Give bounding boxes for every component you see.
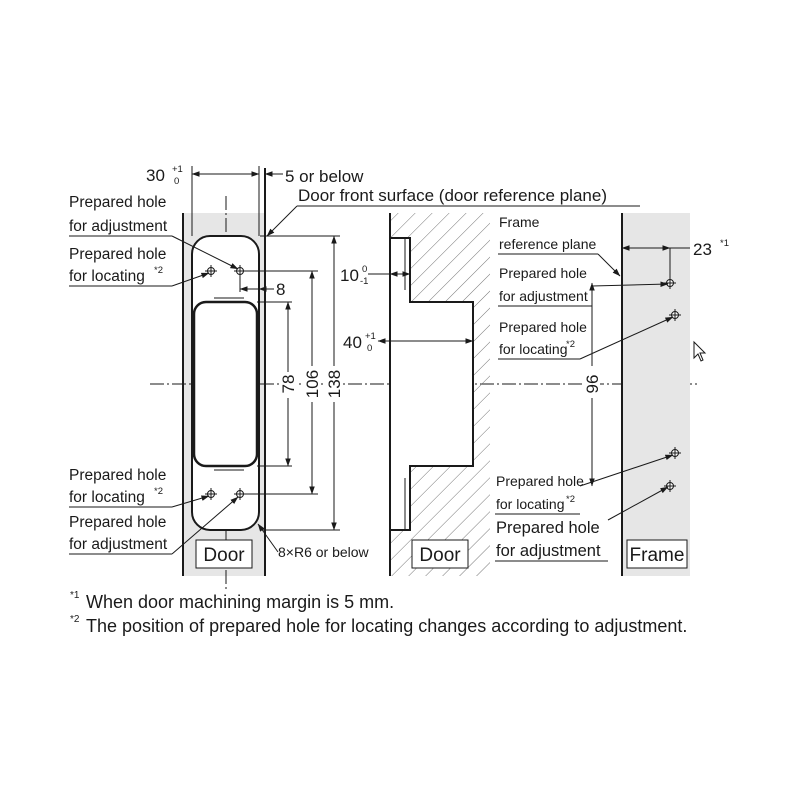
hole-loc-bottom-ref: *2 bbox=[154, 486, 163, 497]
frame-hole-loc-bottom-line1: Prepared hole bbox=[496, 473, 584, 489]
frame-hole-loc-bottom-arrow bbox=[579, 454, 674, 487]
mouse-pointer-icon bbox=[693, 340, 707, 362]
hole-adj-top-arrow bbox=[171, 235, 239, 270]
hole-adj-bottom-line1: Prepared hole bbox=[69, 514, 166, 531]
frame-shaded-area bbox=[622, 213, 690, 576]
dim-138-gap bbox=[326, 366, 342, 402]
frame-view: Frame reference plane 23 *1 Prepared hol… bbox=[495, 213, 729, 576]
hole-loc-top-line2: for locating bbox=[69, 268, 145, 285]
dim-10-tol-upper: 0 bbox=[362, 264, 367, 275]
door-front-leader-arrow bbox=[266, 205, 298, 237]
frame-hole-loc-top-arrow bbox=[579, 316, 674, 360]
hole-adj-bottom-arrow bbox=[171, 496, 239, 555]
hole-loc-bottom-line2: for locating bbox=[69, 489, 145, 506]
dim-10-tol-lower: -1 bbox=[360, 276, 368, 287]
frame-ref-line2: reference plane bbox=[499, 236, 597, 252]
frame-ref-arrow bbox=[597, 253, 621, 277]
frame-hole-2 bbox=[669, 309, 681, 321]
hole-loc-bottom-line1: Prepared hole bbox=[69, 467, 166, 484]
section-view: 10 0 -1 40 +1 0 Door bbox=[340, 213, 490, 576]
frame-hole-adj-bottom-line2: for adjustment bbox=[496, 542, 601, 560]
dim-96-gap bbox=[584, 366, 600, 398]
dim-106-gap bbox=[304, 366, 320, 402]
frame-hole-adj-bottom-arrow bbox=[607, 486, 669, 521]
dim-40-value: 40 bbox=[343, 333, 362, 352]
footnotes: *1 When door machining margin is 5 mm. *… bbox=[70, 590, 687, 636]
dim-138-value: 138 bbox=[325, 370, 344, 398]
hole-loc-top-arrow bbox=[171, 272, 210, 287]
dim-96-value: 96 bbox=[583, 375, 602, 394]
section-door-label-box bbox=[411, 539, 469, 569]
frame-hole-adj-bottom-line1: Prepared hole bbox=[496, 519, 600, 537]
door-hole-top-left bbox=[205, 265, 217, 277]
section-recess-outline bbox=[389, 237, 474, 531]
door-label-box bbox=[195, 539, 253, 569]
dim-78-gap bbox=[280, 372, 296, 398]
hole-adj-top-line2: for adjustment bbox=[69, 218, 168, 235]
frame-hole-adj-top-line2: for adjustment bbox=[499, 288, 588, 304]
dim-30-tol-lower: 0 bbox=[174, 176, 179, 187]
hole-loc-top-line1: Prepared hole bbox=[69, 246, 166, 263]
hole-loc-top-ref: *2 bbox=[154, 265, 163, 276]
dim-30-tol-upper: +1 bbox=[172, 164, 183, 175]
frame-hole-loc-top-ref: *2 bbox=[566, 339, 575, 350]
dim-23-value: 23 bbox=[693, 240, 712, 259]
frame-hole-loc-top-line1: Prepared hole bbox=[499, 319, 587, 335]
door-label: Door bbox=[203, 545, 245, 566]
frame-hole-loc-bottom-ref: *2 bbox=[566, 494, 575, 505]
frame-ref-line1: Frame bbox=[499, 214, 540, 230]
dim-40-tol-upper: +1 bbox=[365, 331, 376, 342]
door-hole-bottom-left bbox=[205, 488, 217, 500]
door-view: 30 +1 0 5 or below Door front surface (d… bbox=[69, 164, 700, 590]
hole-adj-top-line1: Prepared hole bbox=[69, 194, 166, 211]
hinge-body-recess bbox=[192, 300, 259, 468]
frame-hole-loc-bottom-line2: for locating bbox=[496, 496, 564, 512]
dim-78-value: 78 bbox=[279, 375, 298, 394]
hole-loc-bottom-arrow bbox=[171, 495, 210, 508]
hole-adj-bottom-line2: for adjustment bbox=[69, 536, 168, 553]
frame-label: Frame bbox=[630, 545, 685, 566]
note-1-ref: *1 bbox=[70, 590, 80, 601]
dim-5-label: 5 or below bbox=[285, 167, 364, 186]
corner-radius-label: 8×R6 or below bbox=[278, 544, 370, 560]
frame-hole-adj-top-arrow bbox=[591, 281, 669, 287]
dim-8-value: 8 bbox=[276, 280, 285, 299]
door-hole-top-right bbox=[234, 265, 246, 277]
dim-30-value: 30 bbox=[146, 166, 165, 185]
door-front-surface-label: Door front surface (door reference plane… bbox=[298, 186, 607, 205]
section-door-label: Door bbox=[419, 545, 461, 566]
note-2-ref: *2 bbox=[70, 614, 80, 625]
corner-radius-leader bbox=[257, 523, 279, 553]
note-2-text: The position of prepared hole for locati… bbox=[86, 616, 687, 636]
door-hole-bottom-right bbox=[234, 488, 246, 500]
frame-label-box bbox=[626, 539, 688, 569]
dim-40-tol-lower: 0 bbox=[367, 343, 372, 354]
dim-106-value: 106 bbox=[303, 370, 322, 398]
frame-hole-loc-top-line2: for locating bbox=[499, 341, 567, 357]
frame-hole-adj-top-line1: Prepared hole bbox=[499, 265, 587, 281]
note-1-text: When door machining margin is 5 mm. bbox=[86, 592, 394, 612]
dim-23-ref: *1 bbox=[720, 238, 729, 249]
dim-10-value: 10 bbox=[340, 266, 359, 285]
